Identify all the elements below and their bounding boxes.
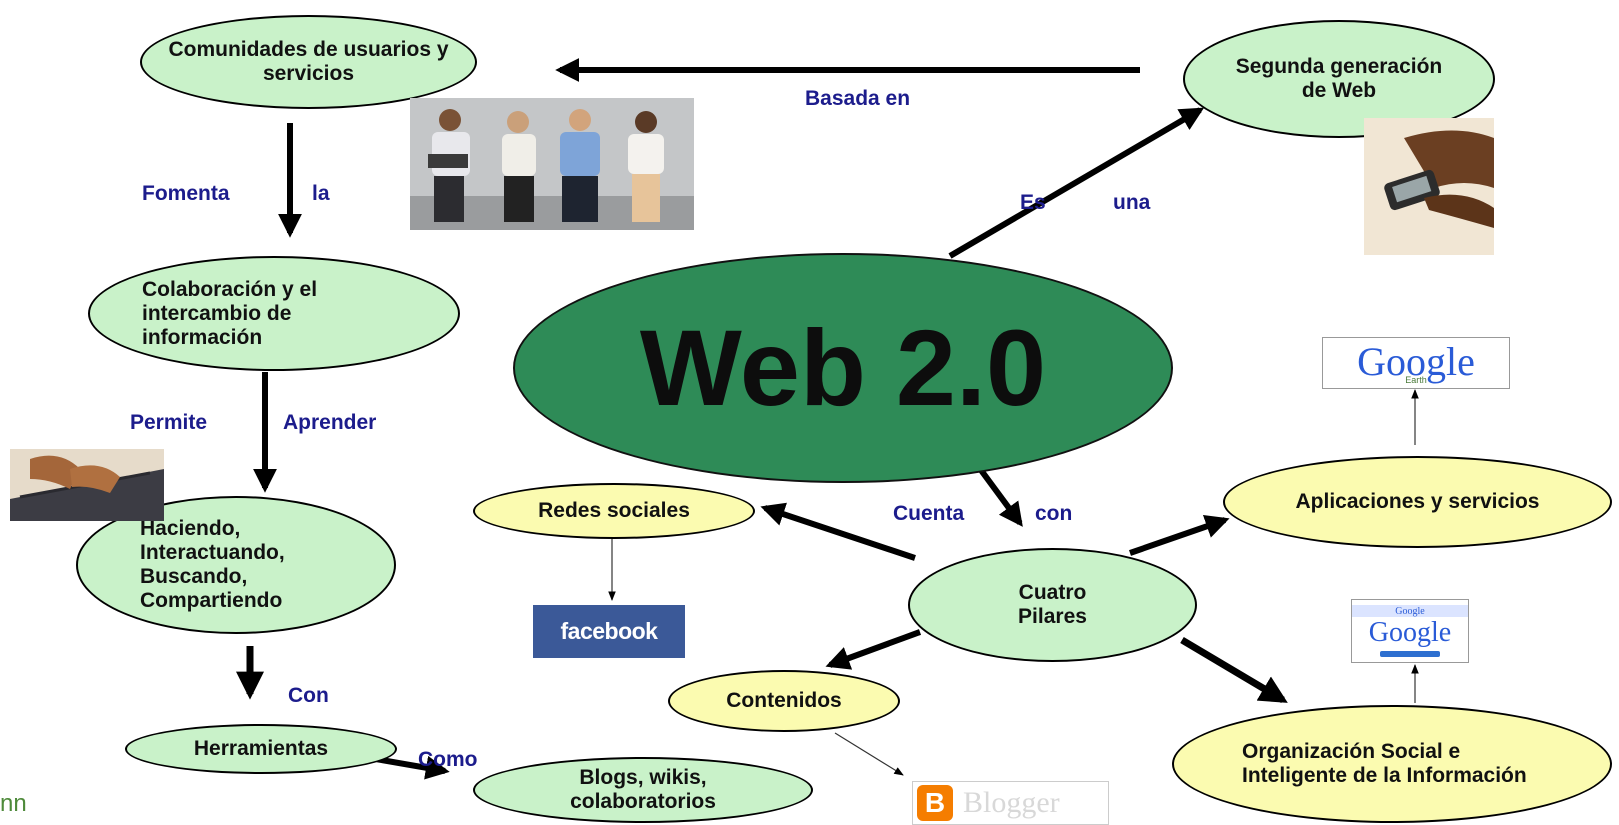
blogger-logo-text: Blogger: [963, 786, 1060, 819]
node-blogs-label: Blogs, wikis, colaboratorios: [570, 766, 716, 813]
thin-arrow-blogger: [834, 732, 904, 776]
blogger-logo: B Blogger: [912, 781, 1109, 825]
blogger-b-icon: B: [917, 785, 953, 821]
google-earth-logo-text: Google: [1357, 338, 1475, 384]
node-cuatro-label: Cuatro Pilares: [1018, 581, 1087, 628]
center-node-label: Web 2.0: [639, 307, 1047, 428]
arrow-to-aplicaciones: [1129, 514, 1230, 556]
node-contenidos: Contenidos: [668, 670, 900, 732]
node-haciendo-label: Haciendo, Interactuando, Buscando, Compa…: [140, 517, 285, 612]
node-segunda-label: Segunda generación de Web: [1235, 55, 1443, 102]
arrow-to-contenidos: [825, 629, 922, 670]
photo-hands-laptop: [10, 449, 164, 521]
node-comunidades-label: Comunidades de usuarios y servicios: [168, 38, 449, 85]
label-la: la: [312, 182, 330, 205]
center-node-web20: Web 2.0: [513, 253, 1173, 483]
google-logo: Google Google: [1351, 599, 1469, 663]
google-logo-topbar: Google: [1352, 605, 1468, 617]
google-logo-text: Google: [1368, 617, 1452, 648]
label-fomenta: Fomenta: [142, 182, 230, 205]
node-colaboracion-label: Colaboración y el intercambio de informa…: [142, 277, 318, 349]
label-una: una: [1113, 191, 1151, 214]
google-logo-searchbar: [1380, 651, 1440, 657]
node-herramientas: Herramientas: [125, 724, 397, 774]
node-blogs-wikis: Blogs, wikis, colaboratorios: [473, 757, 813, 823]
node-aplicaciones: Aplicaciones y servicios: [1223, 456, 1612, 548]
node-comunidades: Comunidades de usuarios y servicios: [140, 15, 477, 109]
label-con-left: Con: [288, 684, 329, 707]
label-como: Como: [418, 748, 478, 771]
label-aprender: Aprender: [283, 411, 377, 434]
photo-hands-phone: [1364, 118, 1494, 255]
node-herramientas-label: Herramientas: [193, 737, 329, 760]
node-redes-label: Redes sociales: [538, 499, 690, 522]
arrow-to-redes: [760, 502, 916, 561]
node-organizacion-label: Organización Social e Inteligente de la …: [1242, 740, 1527, 787]
photo-people-with-devices: [410, 98, 694, 230]
google-earth-subtext: Earth: [1405, 374, 1427, 385]
arrow-to-organizacion: [1180, 636, 1288, 704]
node-organizacion: Organización Social e Inteligente de la …: [1172, 705, 1612, 823]
corner-text: nn: [0, 790, 27, 817]
node-redes-sociales: Redes sociales: [473, 483, 755, 539]
arrow-es-una: [948, 107, 1205, 259]
node-aplicaciones-label: Aplicaciones y servicios: [1295, 490, 1540, 513]
node-colaboracion: Colaboración y el intercambio de informa…: [88, 256, 460, 371]
facebook-logo-text: facebook: [560, 618, 658, 644]
google-logo-top-text: Google: [1395, 605, 1425, 617]
label-es: Es: [1020, 191, 1046, 214]
label-basada-en: Basada en: [805, 87, 911, 110]
label-cuenta: Cuenta: [893, 502, 965, 525]
google-earth-logo: Google Earth: [1322, 337, 1510, 389]
node-cuatro-pilares: Cuatro Pilares: [908, 548, 1197, 662]
label-permite: Permite: [130, 411, 208, 434]
facebook-logo: facebook: [533, 605, 685, 658]
node-contenidos-label: Contenidos: [726, 689, 842, 712]
label-con-center: con: [1035, 502, 1073, 525]
